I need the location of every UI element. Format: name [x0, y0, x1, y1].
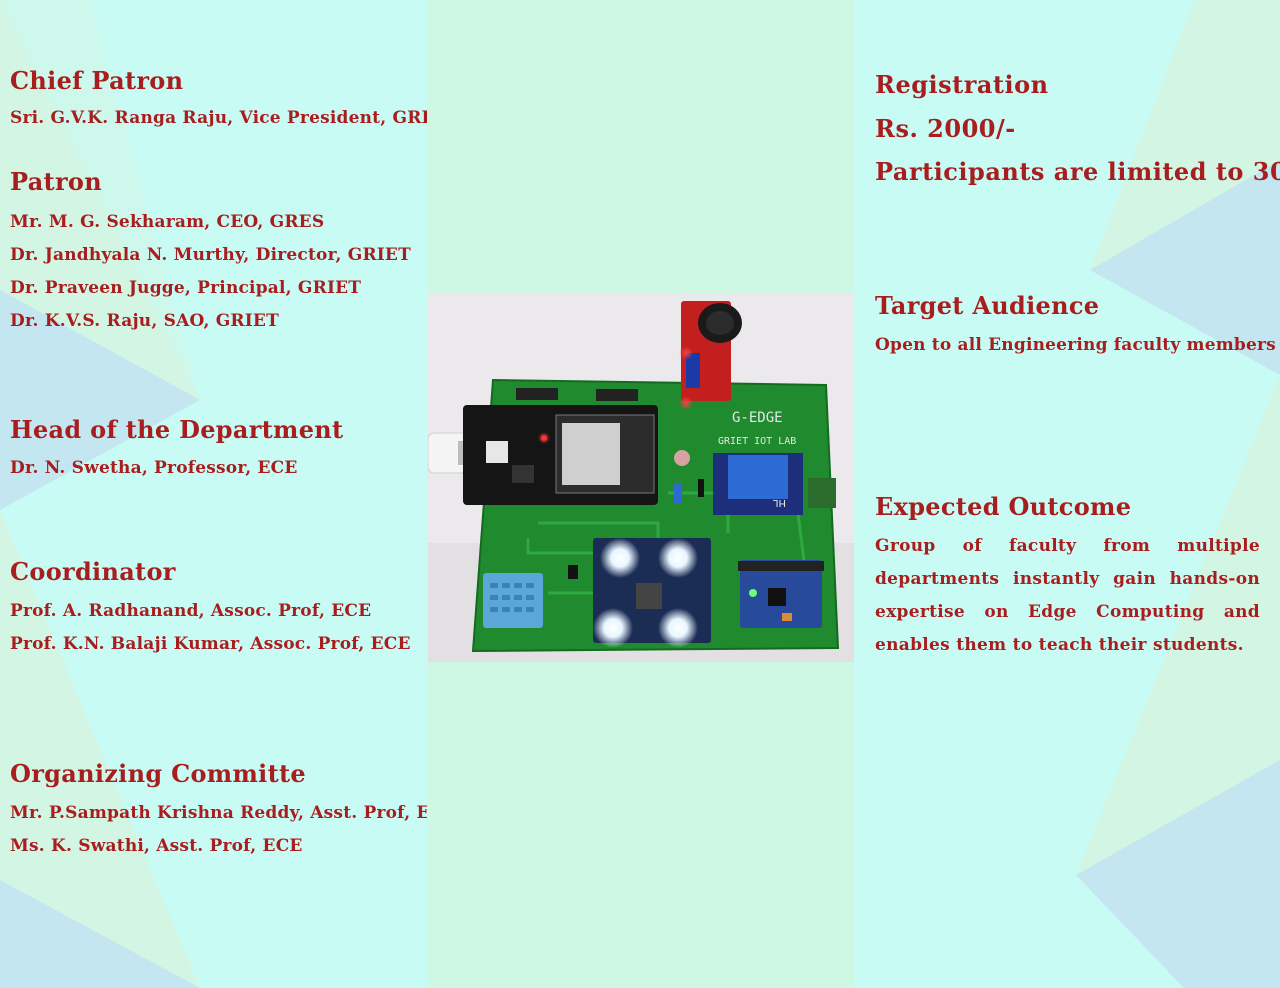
left-panel: Chief Patron Sri. G.V.K. Ranga Raju, Vic…: [0, 0, 427, 988]
chief-patron-line: Sri. G.V.K. Ranga Raju, Vice President, …: [10, 108, 427, 128]
patron-heading: Patron: [10, 167, 102, 196]
iot-board-photo: G-EDGE GRIET IOT LAB HL: [427, 293, 854, 662]
organizing-line: Ms. K. Swathi, Asst. Prof, ECE: [10, 836, 303, 856]
left-background: [0, 0, 427, 988]
coordinator-heading: Coordinator: [10, 557, 176, 586]
target-text: Open to all Engineering faculty members: [875, 335, 1276, 355]
outcome-heading: Expected Outcome: [875, 492, 1132, 521]
registration-heading: Registration: [875, 70, 1049, 99]
registration-fee: Rs. 2000/-: [875, 114, 1016, 143]
registration-limit: Participants are limited to 30: [875, 157, 1280, 186]
patron-line: Mr. M. G. Sekharam, CEO, GRES: [10, 212, 325, 232]
coordinator-line: Prof. K.N. Balaji Kumar, Assoc. Prof, EC…: [10, 634, 411, 654]
right-background: [854, 0, 1280, 988]
patron-line: Dr. K.V.S. Raju, SAO, GRIET: [10, 311, 279, 331]
right-panel: Registration Rs. 2000/- Participants are…: [854, 0, 1280, 988]
organizing-heading: Organizing Committe: [10, 759, 306, 788]
patron-line: Dr. Jandhyala N. Murthy, Director, GRIET: [10, 245, 411, 265]
organizing-line: Mr. P.Sampath Krishna Reddy, Asst. Prof,…: [10, 803, 427, 823]
hod-heading: Head of the Department: [10, 415, 344, 444]
board-title: G-EDGE: [732, 410, 783, 426]
target-heading: Target Audience: [875, 291, 1100, 320]
relay-label: HL: [772, 497, 786, 508]
hod-line: Dr. N. Swetha, Professor, ECE: [10, 458, 298, 478]
chief-patron-heading: Chief Patron: [10, 66, 184, 95]
outcome-text: Group of faculty from multiple departmen…: [875, 536, 1260, 655]
iot-board-illustration: G-EDGE GRIET IOT LAB HL: [427, 293, 854, 662]
patron-line: Dr. Praveen Jugge, Principal, GRIET: [10, 278, 362, 298]
coordinator-line: Prof. A. Radhanand, Assoc. Prof, ECE: [10, 601, 372, 621]
board-subtitle: GRIET IOT LAB: [718, 436, 796, 447]
dht-sensor: [483, 573, 543, 628]
